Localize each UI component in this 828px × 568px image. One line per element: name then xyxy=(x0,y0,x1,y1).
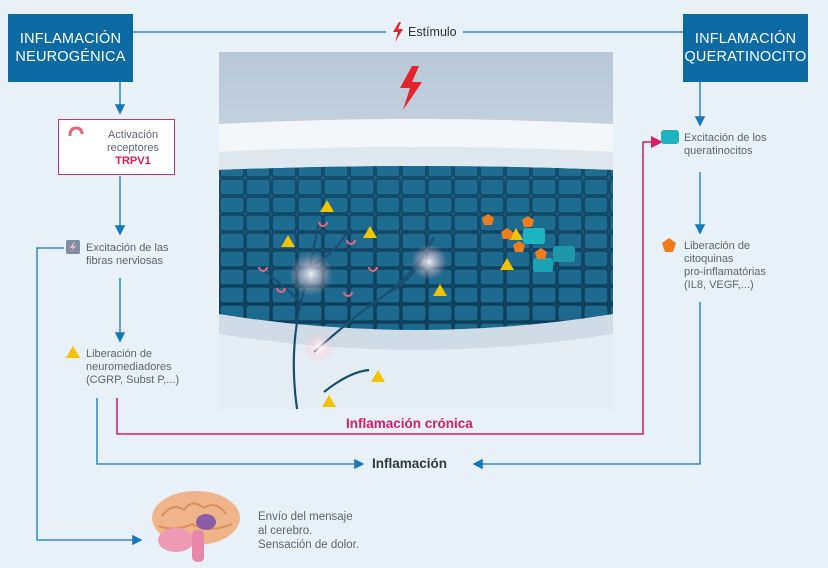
step-line: receptores xyxy=(107,142,159,154)
receptor-icon xyxy=(68,126,84,137)
trpv1-activation-text: Activación receptores TRPV1 xyxy=(91,129,175,168)
cytokine-pentagon-icon xyxy=(662,238,676,252)
nerve-fiber-excitation-text: Excitación de las fibras nerviosas xyxy=(86,242,169,268)
step-line: Liberación de xyxy=(86,348,153,360)
step-line: (CGRP, Subst P,...) xyxy=(86,374,180,386)
step-line: Liberación de xyxy=(684,240,751,252)
keratinocyte-icon xyxy=(661,130,679,144)
brain-line: Sensación de dolor. xyxy=(258,539,360,551)
stimulus-text: Estímulo xyxy=(408,25,457,39)
keratinocyte-excitation-text: Excitación de los queratinocitos xyxy=(684,132,767,158)
neurogenic-inflammation-header: INFLAMACIÓN NEUROGÉNICA xyxy=(8,14,133,82)
header-line1: INFLAMACIÓN xyxy=(694,31,797,47)
step-line: pro-inflamatórias xyxy=(684,266,766,278)
step-line: citoquinas xyxy=(684,253,734,265)
trpv1-activation-box: Activación receptores TRPV1 xyxy=(58,119,175,175)
stimulus-label: Estímulo xyxy=(386,22,463,42)
step-line: neuromediadores xyxy=(86,361,172,373)
step-line: queratinocitos xyxy=(684,145,753,157)
brain-line: al cerebro. xyxy=(258,525,313,537)
brain-line: Envío del mensaje xyxy=(258,511,353,523)
header-line2: QUERATINOCITO xyxy=(684,49,807,65)
nerve-excitation-icon xyxy=(66,240,80,254)
inflammation-label: Inflamación xyxy=(372,456,448,471)
step-line: Excitación de los xyxy=(684,132,767,144)
step-line: fibras nerviosas xyxy=(86,255,164,267)
header-line2: NEUROGÉNICA xyxy=(15,49,126,65)
cytokine-release-text: Liberación de citoquinas pro-inflamatóri… xyxy=(684,240,766,292)
step-line: Activación xyxy=(107,129,159,141)
keratinocyte-inflammation-header: INFLAMACIÓN QUERATINOCITO xyxy=(683,14,808,82)
step-line: (IL8, VEGF,...) xyxy=(684,279,754,291)
neuromediator-release-text: Liberación de neuromediadores (CGRP, Sub… xyxy=(86,348,179,387)
brain-icon xyxy=(152,491,240,562)
chronic-inflammation-label: Inflamación crónica xyxy=(342,416,477,431)
step-line: Excitación de las xyxy=(86,242,169,254)
lightning-icon xyxy=(393,22,403,42)
trpv1-label: TRPV1 xyxy=(115,155,151,167)
header-line1: INFLAMACIÓN xyxy=(19,31,122,47)
neuromediator-triangle-icon xyxy=(66,346,80,358)
skin-cross-section-illustration xyxy=(219,52,613,409)
brain-message-text: Envío del mensaje al cerebro. Sensación … xyxy=(258,510,359,552)
